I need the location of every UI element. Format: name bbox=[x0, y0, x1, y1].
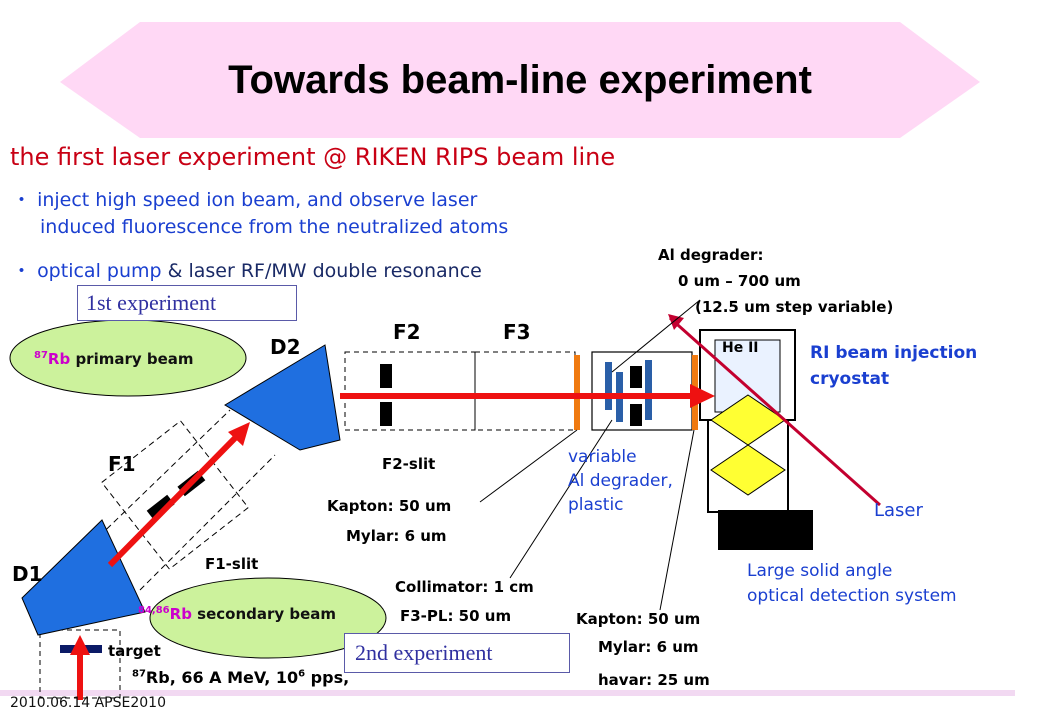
secondary-beam-ellipse bbox=[149, 577, 387, 659]
beam-condition-exp: 6 bbox=[298, 668, 306, 680]
primary-beam-mass: 87 bbox=[34, 350, 48, 361]
d2-magnet bbox=[224, 344, 341, 451]
bullet-2: ・ optical pump & laser RF/MW double reso… bbox=[12, 256, 482, 283]
f2-slit-top bbox=[380, 364, 392, 388]
bullet-marker: ・ bbox=[12, 189, 32, 211]
bullet-1: ・ inject high speed ion beam, and observ… bbox=[12, 185, 477, 212]
cryostat-line2: cryostat bbox=[810, 369, 890, 389]
bullet-2-part-a: optical pump bbox=[37, 260, 162, 282]
lens-2 bbox=[710, 444, 786, 496]
beam-arrow-1 bbox=[228, 422, 250, 446]
subtitle: the first laser experiment @ RIKEN RIPS … bbox=[10, 143, 616, 171]
primary-beam-text: primary beam bbox=[70, 350, 194, 368]
primary-beam-label: 87Rb primary beam bbox=[34, 350, 194, 368]
f1-slit-label: F1-slit bbox=[205, 555, 259, 573]
beam-condition-text: Rb, 66 A MeV, 10 bbox=[145, 668, 299, 687]
kapton2-label: Kapton: 50 um bbox=[576, 610, 701, 628]
variable-degrader-line3: plastic bbox=[568, 495, 624, 515]
bullet-marker: ・ bbox=[12, 260, 32, 282]
degrader-plate-1 bbox=[605, 362, 612, 410]
f2-region bbox=[344, 351, 476, 431]
primary-beam-element: Rb bbox=[47, 350, 71, 368]
pointer-degrader-top bbox=[611, 299, 701, 373]
variable-degrader-label: variable Al degrader, plastic bbox=[568, 445, 673, 517]
detection-label: Large solid angle optical detection syst… bbox=[747, 559, 957, 609]
f1-label: F1 bbox=[108, 452, 136, 476]
cryostat-line1: RI beam injection bbox=[810, 343, 978, 363]
degrader-plate-3 bbox=[630, 366, 642, 388]
footer-text: 2010.06.14 APSE2010 bbox=[10, 695, 166, 711]
laser-beam bbox=[669, 316, 881, 507]
havar-label: havar: 25 um bbox=[598, 671, 710, 689]
secondary-beam-mass: 84,86 bbox=[138, 605, 170, 616]
degrader-line2: 0 um – 700 um bbox=[678, 272, 801, 290]
d1-label: D1 bbox=[12, 562, 43, 586]
secondary-beam-element: Rb bbox=[169, 605, 192, 623]
beam-condition-pps: pps, bbox=[305, 668, 350, 687]
pointer-kapton2 bbox=[659, 429, 695, 611]
he-label: He II bbox=[722, 340, 759, 356]
f3pl-label: F3-PL: 50 um bbox=[400, 607, 512, 625]
target-label: target bbox=[108, 642, 161, 660]
bullet-2-part-b: & laser RF/MW double resonance bbox=[161, 260, 482, 282]
target-box bbox=[39, 629, 121, 699]
mylar2-label: Mylar: 6 um bbox=[598, 638, 699, 656]
second-experiment-box: 2nd experiment bbox=[344, 633, 570, 673]
f3-region bbox=[474, 351, 576, 431]
f2-slit-label: F2-slit bbox=[382, 455, 436, 473]
f2-label: F2 bbox=[393, 320, 421, 344]
foil-f3-pl bbox=[574, 355, 580, 430]
beam-arrow-3 bbox=[690, 384, 715, 408]
detection-line2: optical detection system bbox=[747, 586, 957, 606]
f1-guide-left bbox=[84, 409, 231, 551]
mylar1-label: Mylar: 6 um bbox=[346, 527, 447, 545]
bullet-1-line2: induced fluorescence from the neutralize… bbox=[40, 216, 509, 238]
d2-label: D2 bbox=[270, 335, 301, 359]
first-experiment-box: 1st experiment bbox=[77, 285, 297, 321]
f3-label: F3 bbox=[503, 320, 531, 344]
secondary-beam-label: 84,86Rb secondary beam bbox=[138, 605, 336, 623]
footer-bar bbox=[0, 690, 1015, 696]
pointer-collimator bbox=[509, 419, 613, 579]
title-banner bbox=[60, 22, 980, 138]
beam-condition: 87Rb, 66 A MeV, 106 pps, bbox=[132, 668, 349, 687]
cryostat-label: RI beam injection cryostat bbox=[810, 340, 977, 392]
laser-label: Laser bbox=[874, 500, 923, 521]
beam-arrow-2 bbox=[70, 635, 90, 655]
f1-region bbox=[101, 420, 249, 570]
f2-slit-bottom bbox=[380, 402, 392, 426]
secondary-beam-text: secondary beam bbox=[191, 605, 337, 623]
detector-base bbox=[718, 510, 813, 550]
d1-magnet bbox=[21, 519, 146, 636]
beam-condition-mass: 87 bbox=[132, 668, 146, 680]
degrader-line1: Al degrader: bbox=[658, 246, 764, 264]
collimator-label: Collimator: 1 cm bbox=[395, 578, 534, 596]
kapton1-label: Kapton: 50 um bbox=[327, 497, 452, 515]
laser-arrow bbox=[668, 314, 684, 330]
beam-d1-d2 bbox=[107, 430, 243, 568]
detection-line1: Large solid angle bbox=[747, 561, 893, 581]
pointer-kapton1 bbox=[479, 429, 578, 503]
variable-degrader-line2: Al degrader, bbox=[568, 471, 673, 491]
degrader-plate-4 bbox=[630, 404, 642, 426]
bullet-1-line1: inject high speed ion beam, and observe … bbox=[37, 189, 478, 211]
degrader-line3: (12.5 um step variable) bbox=[695, 298, 894, 316]
degrader-plate-5 bbox=[645, 360, 652, 420]
f1-slit-a bbox=[146, 494, 175, 521]
f1-guide-right bbox=[139, 454, 276, 591]
page-title: Towards beam-line experiment bbox=[228, 58, 812, 102]
variable-degrader-line1: variable bbox=[568, 447, 637, 467]
